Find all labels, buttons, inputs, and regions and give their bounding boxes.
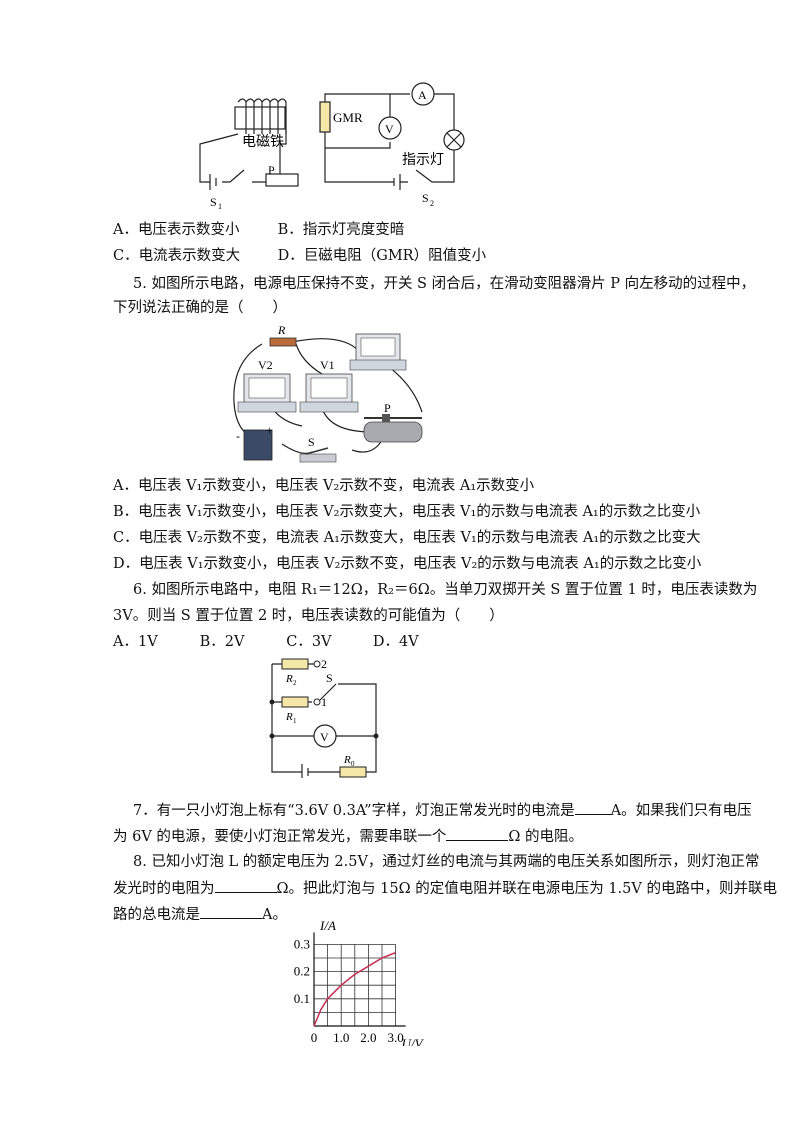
y-tick-label: 0.3 bbox=[294, 936, 310, 951]
r2-sub: 2 bbox=[293, 679, 297, 687]
q5-line2: 下列说法正确的是（ ） bbox=[113, 300, 287, 316]
q8-blank-1 bbox=[214, 878, 277, 893]
iu-curve bbox=[313, 951, 396, 1027]
pos2-label: 2 bbox=[321, 657, 327, 671]
q5-option-c: C．电压表 V₂示数不变，电流表 A₁示数变大，电压表 V₁的示数与电流表 A₁… bbox=[113, 530, 701, 546]
x-tick-label: 2.0 bbox=[360, 1030, 376, 1045]
switch-circuit-figure: 2 1 S V R 2 R 1 R 0 bbox=[269, 657, 379, 778]
switch-s-label: S bbox=[308, 435, 315, 449]
q8-line3: 路的总电流是 A。 bbox=[113, 904, 287, 925]
electromagnet-label: 电磁铁 bbox=[242, 134, 284, 150]
q7-text-4: Ω 的电阻。 bbox=[508, 829, 584, 845]
x-tick-label: 3.0 bbox=[387, 1030, 403, 1045]
q8-line1: 8. 已知小灯泡 L 的额定电压为 2.5V，通过灯丝的电流与其两端的电压关系如… bbox=[133, 854, 760, 870]
switch-s2-sub: 2 bbox=[430, 199, 434, 208]
q7-text-1: 7．有一只小灯泡上标有“3.6V 0.3A”字样，灯泡正常发光时的电流是 bbox=[133, 803, 575, 819]
q7-line2: 为 6V 的电源，要使小灯泡正常发光，需要串联一个 Ω 的电阻。 bbox=[113, 826, 583, 847]
q4-options-row2: C．电流表示数变大 D．巨磁电阻（GMR）阻值变小 bbox=[113, 246, 486, 266]
pos1-label: 1 bbox=[321, 695, 327, 709]
q6-option-a: A．1V bbox=[113, 634, 158, 650]
q5-option-b: B．电压表 V₁示数变小，电压表 V₂示数变大，电压表 V₁的示数与电流表 A₁… bbox=[113, 504, 701, 520]
q4-options-row1: A．电压表示数变小 B．指示灯亮度变暗 bbox=[113, 220, 404, 240]
r1-label: R bbox=[285, 711, 293, 723]
switch-s2-label: S bbox=[422, 191, 429, 205]
battery-plus: + bbox=[266, 423, 273, 437]
q6-option-d: D．4V bbox=[372, 634, 419, 650]
q7-line1: 7．有一只小灯泡上标有“3.6V 0.3A”字样，灯泡正常发光时的电流是 A。如果… bbox=[133, 800, 752, 821]
switch-s1-sub: 1 bbox=[218, 202, 222, 210]
q8-text-2: 发光时的电阻为 bbox=[113, 881, 215, 897]
q5-line1: 5. 如图所示电路，电源电压保持不变，开关 S 闭合后，在滑动变阻器滑片 P 向… bbox=[133, 276, 756, 292]
switch-s1-label: S bbox=[210, 195, 217, 209]
meter-circuit-figure: R V2 V1 P + - S bbox=[233, 323, 423, 463]
r1-sub: 1 bbox=[293, 717, 297, 725]
gmr-label: GMR bbox=[333, 110, 363, 125]
y-tick-label: 0.1 bbox=[294, 991, 310, 1006]
q7-text-2: A。如果我们只有电压 bbox=[610, 803, 752, 819]
slider-p-label: P bbox=[268, 163, 275, 177]
q4-option-b: B．指示灯亮度变暗 bbox=[277, 222, 405, 238]
x-tick-label: 0 bbox=[311, 1030, 318, 1045]
q8-blank-2 bbox=[200, 904, 262, 919]
q6-line1: 6. 如图所示电路中，电阻 R₁＝12Ω，R₂＝6Ω。当单刀双掷开关 S 置于位… bbox=[133, 582, 758, 598]
r0-sub: 0 bbox=[351, 760, 355, 768]
q8-line2: 发光时的电阻为 Ω。把此灯泡与 15Ω 的定值电阻并联在电源电压为 1.5V 的电… bbox=[113, 878, 777, 899]
slider-p2-label: P bbox=[384, 401, 391, 415]
x-tick-label: 1.0 bbox=[333, 1030, 349, 1045]
q8-text-5: A。 bbox=[262, 907, 287, 923]
v2-label: V2 bbox=[258, 358, 273, 372]
x-axis-label: U/V bbox=[402, 1036, 425, 1046]
q6-options: A．1V B．2V C．3V D．4V bbox=[113, 632, 419, 652]
y-tick-label: 0.2 bbox=[294, 964, 310, 979]
indicator-label: 指示灯 bbox=[402, 152, 444, 168]
q8-text-3: Ω。把此灯泡与 15Ω 的定值电阻并联在电源电压为 1.5V 的电路中，则并联电 bbox=[276, 881, 777, 897]
q5-option-a: A．电压表 V₁示数变小，电压表 V₂示数不变，电流表 A₁示数变小 bbox=[113, 478, 535, 494]
q6-option-c: C．3V bbox=[286, 634, 332, 650]
voltmeter6-label: V bbox=[320, 730, 329, 744]
q4-option-d: D．巨磁电阻（GMR）阻值变小 bbox=[277, 248, 487, 264]
q7-blank-1 bbox=[574, 800, 611, 815]
axes bbox=[313, 932, 406, 1027]
gmr-circuit-figure: 电磁铁 GMR A V 指示灯 P S 1 S 2 bbox=[199, 82, 465, 210]
battery-minus: - bbox=[236, 429, 240, 443]
v1-label: V1 bbox=[320, 358, 335, 372]
iu-chart: 0.1 0.2 0.3 0 1.0 2.0 3.0 I/A U/V bbox=[294, 918, 425, 1046]
switch-s6-label: S bbox=[326, 671, 333, 685]
r0-label: R bbox=[343, 754, 351, 766]
resistor-r-label: R bbox=[277, 323, 286, 337]
voltmeter-label: V bbox=[385, 122, 394, 136]
q6-option-b: B．2V bbox=[199, 634, 245, 650]
q4-option-c: C．电流表示数变大 bbox=[113, 248, 241, 264]
q7-blank-2 bbox=[446, 826, 509, 841]
q5-option-d: D．电压表 V₁示数变小，电压表 V₂示数不变，电压表 V₂的示数与电流表 A₁… bbox=[113, 556, 702, 572]
q4-option-a: A．电压表示数变小 bbox=[113, 222, 240, 238]
r2-label: R bbox=[285, 673, 293, 685]
q8-text-4: 路的总电流是 bbox=[113, 907, 200, 923]
q7-text-3: 为 6V 的电源，要使小灯泡正常发光，需要串联一个 bbox=[113, 829, 447, 845]
q6-line2: 3V。则当 S 置于位置 2 时，电压表读数的可能值为（ ） bbox=[113, 608, 504, 624]
y-axis-label: I/A bbox=[319, 918, 336, 933]
ammeter-label: A bbox=[418, 88, 427, 102]
